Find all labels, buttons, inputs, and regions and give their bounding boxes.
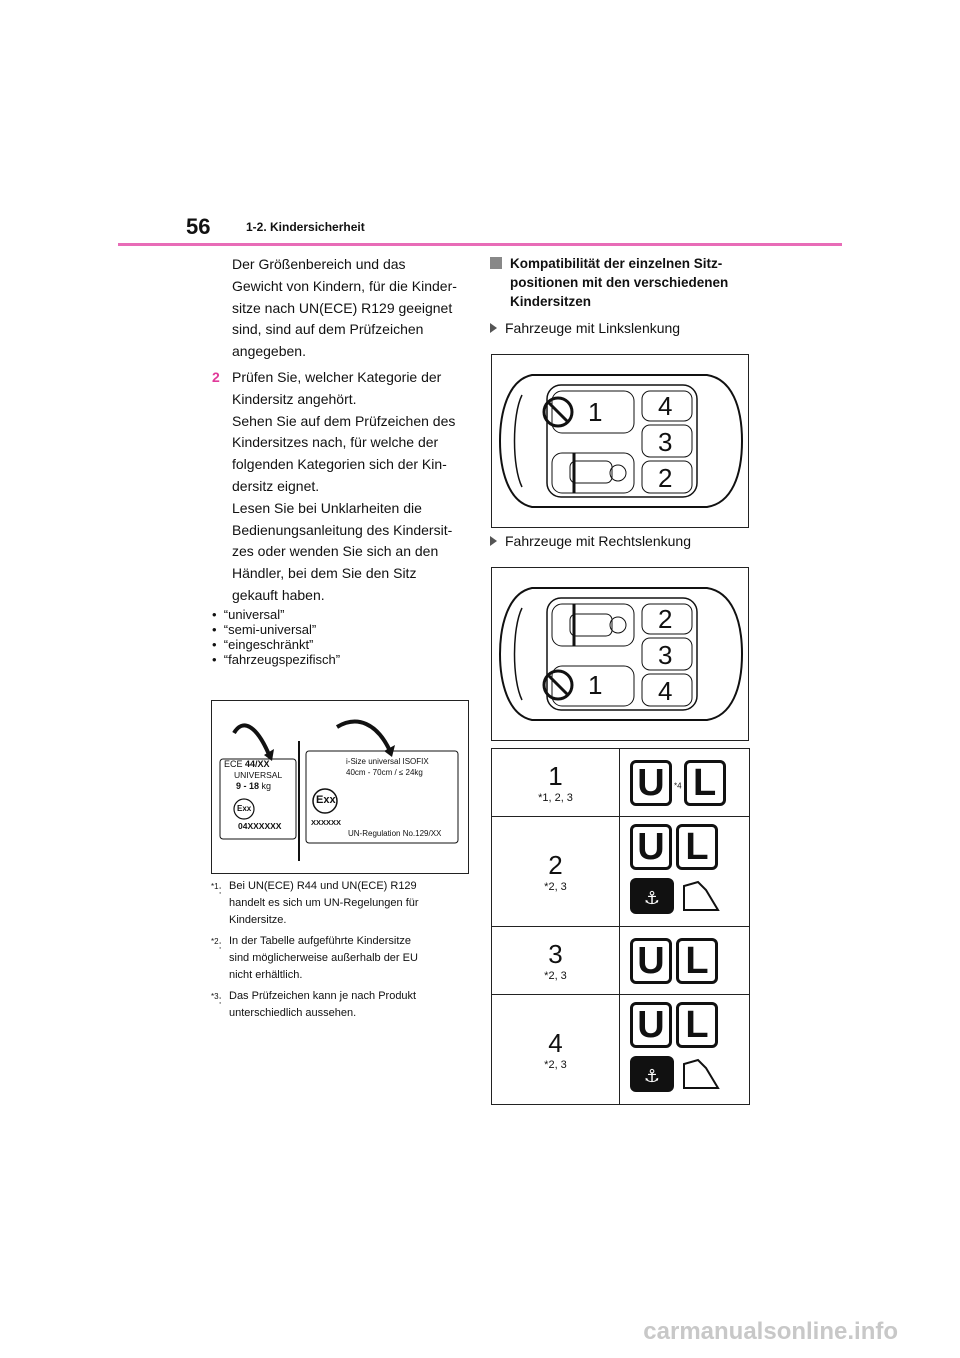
rhd-car-drawing bbox=[498, 587, 744, 721]
seat-cell: 4 *2, 3 bbox=[491, 994, 620, 1105]
step-paragraph: Prüfen Sie, welcher Kategorie der Kinder… bbox=[232, 369, 456, 603]
universal-icon: U bbox=[630, 1002, 672, 1048]
seat-cell: 2 *2, 3 bbox=[491, 816, 620, 927]
rhd-label: Fahrzeuge mit Rechtslenkung bbox=[490, 531, 691, 553]
svg-text:⚓: ⚓ bbox=[644, 1066, 660, 1086]
header-rule bbox=[118, 243, 842, 246]
label-line2: UNIVERSAL bbox=[234, 770, 283, 780]
watermark: carmanualsonline.info bbox=[643, 1318, 898, 1345]
seat-cell: 3 *2, 3 bbox=[491, 926, 620, 995]
compat-heading: Kompatibilität der einzelnen Sitz- posit… bbox=[490, 254, 760, 311]
label-line1: ECE 44/XX bbox=[224, 759, 270, 769]
footnote: *3: Das Prüfzeichen kann je nach Produkt… bbox=[211, 990, 417, 1019]
list-item: • “eingeschränkt” bbox=[212, 637, 314, 652]
label-code-left: 04XXXXXX bbox=[238, 821, 282, 831]
category-list: • “universal” • “semi-universal” • “eing… bbox=[212, 607, 340, 667]
lateral-icon: L bbox=[676, 1002, 718, 1048]
label-mark-right: Exx bbox=[316, 794, 336, 806]
section-title: 1-2. Kindersicherheit bbox=[246, 220, 365, 234]
isofix-row: ⚓ bbox=[628, 1054, 749, 1099]
label-regulation: UN-Regulation No.129/XX bbox=[348, 829, 442, 838]
label-code-right: XXXXXX bbox=[311, 818, 342, 827]
universal-icon: U bbox=[630, 759, 672, 806]
rhd-car-figure: 2 3 1 4 bbox=[491, 567, 749, 741]
label-line3: 9 - 18 kg bbox=[236, 781, 272, 791]
lateral-icon: L bbox=[683, 759, 726, 806]
label-isize-range: 40cm - 70cm / ≤ 24kg bbox=[346, 768, 423, 777]
rhd-seat-4: 4 bbox=[658, 676, 673, 706]
svg-text:⚓: ⚓ bbox=[644, 888, 660, 908]
isofix-seat-icon: ⚓ bbox=[630, 878, 720, 914]
isofix-seat-icon: ⚓ bbox=[630, 1056, 720, 1092]
lhd-seat-3: 3 bbox=[658, 427, 673, 457]
lhd-seat-2: 2 bbox=[658, 463, 673, 493]
lateral-icon: L bbox=[676, 937, 718, 984]
universal-icon: U bbox=[630, 824, 672, 870]
page-number: 56 bbox=[186, 214, 211, 239]
label-isize: i-Size universal ISOFIX bbox=[346, 757, 429, 766]
seat-cell: 1 *1, 2, 3 bbox=[491, 748, 620, 817]
label-mark-left: Exx bbox=[237, 804, 252, 813]
step-number: 2 bbox=[212, 369, 220, 385]
intro-paragraph: Der Größenbereich und das Gewicht von Ki… bbox=[232, 256, 457, 360]
arrow-right-icon bbox=[490, 323, 497, 333]
rhd-seat-2: 2 bbox=[658, 604, 673, 634]
lhd-car-drawing bbox=[498, 374, 744, 508]
list-item: • “universal” bbox=[212, 607, 285, 622]
heading-square-icon bbox=[490, 257, 502, 269]
lhd-seat-1: 1 bbox=[588, 397, 603, 427]
footnote: *1: Bei UN(ECE) R44 und UN(ECE) R129 han… bbox=[211, 880, 419, 926]
rhd-seat-1: 1 bbox=[588, 670, 603, 700]
arrow-right-icon bbox=[490, 536, 497, 546]
lhd-seat-4: 4 bbox=[658, 391, 673, 421]
footnote: *2: In der Tabelle aufgeführte Kindersit… bbox=[211, 935, 418, 981]
list-item: • “fahrzeugspezifisch” bbox=[212, 652, 341, 667]
footnotes: *1: Bei UN(ECE) R44 und UN(ECE) R129 han… bbox=[211, 878, 471, 1022]
approval-label-drawing bbox=[219, 719, 459, 861]
universal-icon: U bbox=[630, 937, 672, 984]
lateral-icon: L bbox=[676, 824, 718, 870]
isofix-row: ⚓ bbox=[628, 876, 749, 921]
lhd-label: Fahrzeuge mit Linkslenkung bbox=[490, 318, 680, 340]
lhd-car-figure: 1 4 3 2 bbox=[491, 354, 749, 528]
rhd-seat-3: 3 bbox=[658, 640, 673, 670]
approval-label-figure: ECE 44/XX UNIVERSAL 9 - 18 kg Exx 04XXXX… bbox=[211, 700, 469, 874]
list-item: • “semi-universal” bbox=[212, 622, 317, 637]
